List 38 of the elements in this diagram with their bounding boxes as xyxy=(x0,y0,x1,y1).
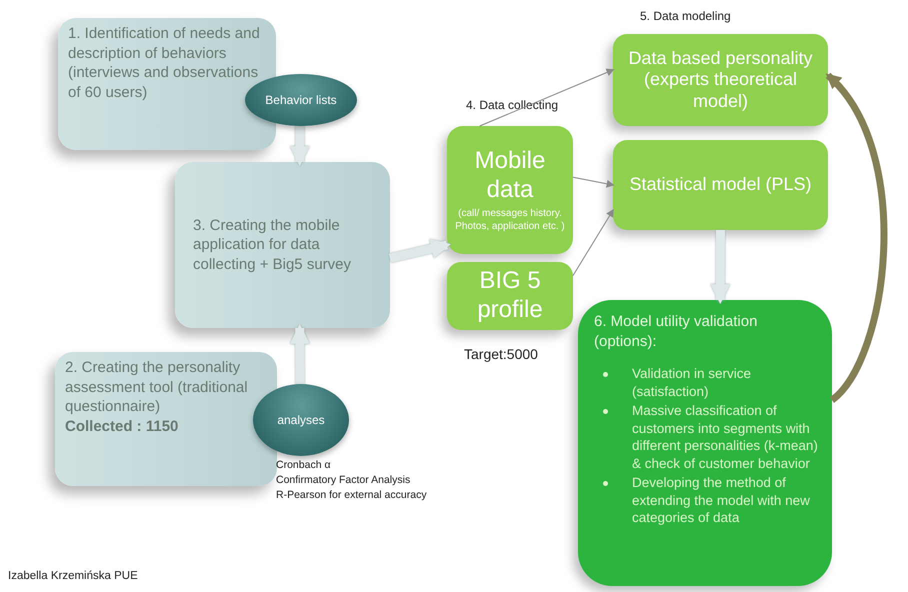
model-box xyxy=(613,140,828,230)
data-box xyxy=(447,126,573,254)
box-title: Data based personality (experts theoretical model) xyxy=(627,48,814,112)
arrow xyxy=(572,208,614,276)
author-credit: Izabella Krzemińska PUE xyxy=(8,570,138,582)
bullet-text: Developing the method of extending the model with new categories of data xyxy=(632,475,810,526)
block-arrow xyxy=(710,230,730,304)
process-box xyxy=(175,162,390,328)
block-arrow xyxy=(290,324,310,384)
stage-label: 5. Data modeling xyxy=(640,9,731,23)
model-box xyxy=(613,34,828,126)
ellipse-text: analyses xyxy=(276,412,326,428)
method-note: Cronbach α xyxy=(276,458,332,473)
block-arrow xyxy=(290,126,310,166)
method-note: Confirmatory Factor Analysis xyxy=(276,473,412,488)
process-box xyxy=(55,352,277,486)
step-text: 1. Identification of needs and description of behaviors (interviews and observations of 60 users) xyxy=(68,24,261,102)
ellipse-text: Behavior lists xyxy=(264,92,338,108)
step-text: 3. Creating the mobile application for data collecting + Big5 survey xyxy=(193,216,352,274)
box-title: BIG 5 profile xyxy=(476,267,544,325)
stage-label: 4. Data collecting xyxy=(466,98,558,112)
box-title: Statistical model (PLS) xyxy=(629,174,812,196)
validation-box xyxy=(578,300,832,586)
method-note: R-Pearson for external accuracy xyxy=(276,488,427,504)
block-arrow xyxy=(825,73,888,403)
box-note: (call/ messages history. Photos, application etc. ) xyxy=(454,207,566,234)
box-heading: 6. Model utility validation (options): xyxy=(594,312,758,351)
arrow xyxy=(572,176,615,188)
target-note: Target:5000 xyxy=(464,345,538,364)
block-arrow xyxy=(388,238,451,263)
ellipse-node xyxy=(253,384,349,456)
model-box xyxy=(447,262,573,330)
box-title: Mobile data xyxy=(474,146,546,204)
step-text: 2. Creating the personality assessment tool (traditional questionnaire) xyxy=(65,358,249,416)
count-text: Collected : 1150 xyxy=(65,416,180,436)
arrow xyxy=(479,68,614,126)
bullet-text: Massive classification of customers into segments with different personalities (k-mean) & check of customer behavior xyxy=(632,403,818,471)
bullet-text: Validation in service (satisfaction) xyxy=(632,366,752,399)
